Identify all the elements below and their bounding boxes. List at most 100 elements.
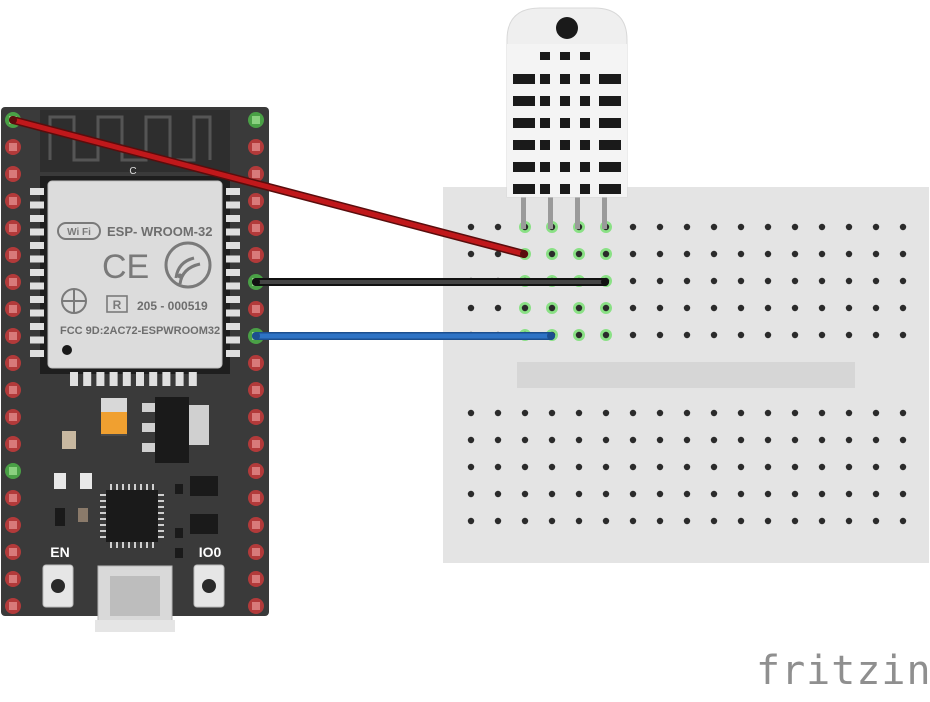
breadboard-center-channel — [517, 362, 855, 388]
breadboard-hole — [629, 223, 637, 231]
breadboard-hole — [764, 250, 772, 258]
breadboard-hole — [818, 517, 826, 525]
breadboard-hole — [575, 517, 583, 525]
regulator-pin-1 — [142, 403, 155, 412]
header-pin-left-pad — [9, 170, 17, 178]
grille-slot — [560, 162, 570, 172]
chip-pin — [110, 484, 112, 490]
breadboard-hole — [737, 517, 745, 525]
breadboard-hole — [764, 223, 772, 231]
breadboard-hole — [791, 436, 799, 444]
breadboard-hole — [710, 490, 718, 498]
en-button-cap — [51, 579, 65, 593]
breadboard-hole — [548, 517, 556, 525]
header-pin-right-pad — [252, 575, 260, 583]
chip-pin — [122, 542, 124, 548]
module-pad-right — [226, 282, 240, 290]
wire-blue-end — [547, 332, 555, 340]
grille-slot — [580, 74, 590, 84]
header-pins — [5, 112, 264, 614]
breadboard-hole — [683, 490, 691, 498]
usb-uart-chip-pins — [100, 484, 164, 548]
module-pad-right — [226, 296, 240, 303]
breadboard-hole — [818, 223, 826, 231]
header-pin-left-pad — [9, 494, 17, 502]
chip-pin — [158, 506, 164, 508]
header-pin-right-pad — [252, 170, 260, 178]
breadboard-hole — [791, 250, 799, 258]
breadboard-hole — [818, 304, 826, 312]
breadboard-hole — [683, 304, 691, 312]
esp32-board: C Wi Fi ESP- WROOM-32 CE R 205 - 0 — [1, 107, 269, 632]
grille-slot — [599, 118, 621, 128]
breadboard-hole — [602, 436, 610, 444]
module-pad-right — [226, 323, 240, 330]
wire-red[interactable] — [10, 117, 527, 257]
io0-button[interactable] — [193, 564, 225, 608]
smd-part-2 — [80, 473, 92, 489]
breadboard-hole — [845, 223, 853, 231]
header-pin-left-pad — [9, 251, 17, 259]
chip-pin — [158, 518, 164, 520]
resistor-1 — [62, 431, 76, 449]
module-pad-left — [30, 188, 44, 195]
header-pin-left-pad — [9, 440, 17, 448]
breadboard-hole — [737, 223, 745, 231]
header-pin-left-pad — [9, 386, 17, 394]
breadboard-hole — [467, 304, 475, 312]
chip-pin — [100, 536, 106, 538]
module-pad-right — [226, 336, 240, 344]
grille-slot — [599, 140, 621, 150]
breadboard-hole — [737, 304, 745, 312]
breadboard-hole — [602, 517, 610, 525]
grille-slot — [540, 118, 550, 128]
breadboard-hole — [764, 331, 772, 339]
grille-slot — [540, 74, 550, 84]
grille-slot — [513, 118, 535, 128]
breadboard-hole — [737, 490, 745, 498]
breadboard-hole — [683, 436, 691, 444]
grille-slot — [580, 52, 590, 60]
breadboard-hole — [656, 223, 664, 231]
breadboard-hole — [602, 463, 610, 471]
breadboard-hole — [845, 304, 853, 312]
header-pin-left-pad — [9, 467, 17, 475]
breadboard-hole — [872, 463, 880, 471]
module-pad-left — [30, 282, 44, 290]
smd-diode — [55, 508, 65, 526]
module-pads — [30, 188, 240, 357]
breadboard-hole — [494, 409, 502, 417]
wireless-waves-icon — [164, 241, 212, 289]
breadboard-hole — [656, 436, 664, 444]
capacitor-top — [101, 398, 127, 412]
grille-slot — [513, 184, 535, 194]
breadboard-hole — [548, 304, 556, 312]
breadboard-hole — [737, 436, 745, 444]
breadboard-hole — [791, 304, 799, 312]
regulator-tab — [189, 405, 209, 445]
grille-slot — [599, 184, 621, 194]
grille-slot — [560, 118, 570, 128]
breadboard-hole — [656, 409, 664, 417]
breadboard-hole — [710, 304, 718, 312]
chip-pin — [158, 494, 164, 496]
en-button[interactable] — [42, 564, 74, 608]
chip-pin — [158, 500, 164, 502]
module-pad-bottom — [162, 372, 171, 386]
breadboard-hole — [710, 463, 718, 471]
breadboard-hole — [737, 250, 745, 258]
breadboard-hole — [818, 490, 826, 498]
breadboard-hole — [818, 277, 826, 285]
header-pin-right-pad — [252, 224, 260, 232]
module-pad-left — [30, 242, 44, 249]
module-pad-bottom — [83, 372, 92, 386]
module-pad-right — [226, 242, 240, 249]
smd-led — [54, 473, 66, 489]
breadboard-hole — [899, 250, 907, 258]
smd-cap-c — [175, 548, 183, 558]
breadboard-hole — [656, 250, 664, 258]
header-pin-right-pad — [252, 467, 260, 475]
module-name: ESP- WROOM-32 — [107, 224, 212, 239]
